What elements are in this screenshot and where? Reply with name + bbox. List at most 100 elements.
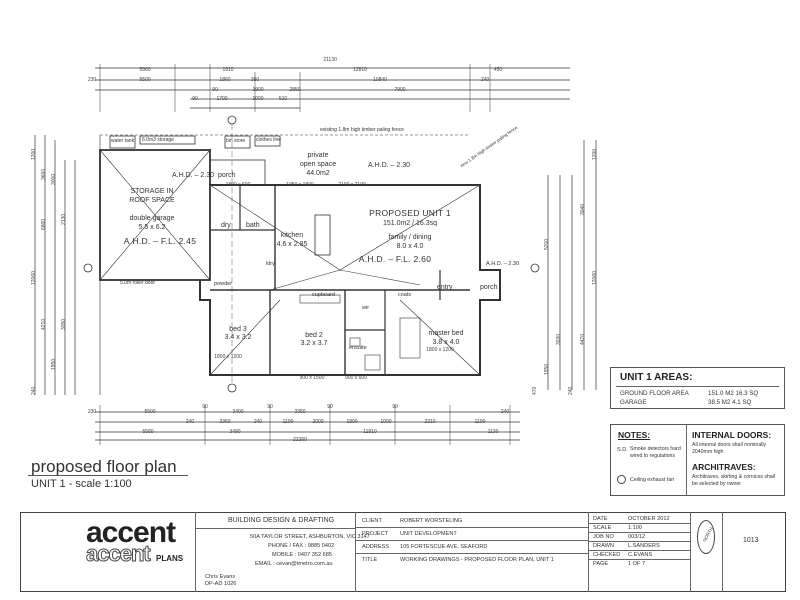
meta-value: C.EVANS [628,552,653,558]
storage-label-1: STORAGE IN [130,188,174,195]
field-label: ADDRESS [362,544,390,550]
title-block [20,512,786,592]
dim-top: 5500 [139,77,151,83]
meta-label: DATE [593,516,608,522]
dim-bottom: 5500 [144,409,156,415]
smoke-note: Smoke detectors hard wired to regulation… [630,446,681,459]
area-value: 38.5 M2 4.1 SQ [708,399,752,406]
title-underline [28,475,188,476]
dim-bottom: 1800 [346,419,358,425]
entry-label: entry [437,284,453,291]
drawing-title: proposed floor plan [31,457,177,476]
meta-value: 1:100 [628,525,642,531]
dim-bottom: 90 [202,404,208,410]
field-label: CLIENT [362,518,382,524]
roller-door-label: 5.0m roller door [120,280,156,286]
dim-top: 1860 [219,77,231,83]
dim-top: 230 [87,77,97,83]
company-address: 50A TAYLOR STREET, ASHBURTON, VIC 3147 [250,534,370,540]
field-label: TITLE [362,557,378,563]
ldry-label: ldry [266,261,275,267]
fan-note: Ceiling exhaust fan [630,477,675,483]
kitchen-label: kitchen [280,232,304,239]
dim-bottom: 1000 [380,419,392,425]
exhaust-fan-icon [617,475,626,484]
dim-bottom: 3490 [229,429,241,435]
area-label: GROUND FLOOR AREA [620,390,689,397]
ahd-garage-side: A.H.D. – 2.30 [172,172,215,179]
bin-store-label: bin store [226,138,246,144]
meta-value: 1 OF 7 [628,561,646,567]
window-dim: 900 x 1500 [299,375,325,381]
dim-top: 510 [278,96,288,102]
smoke-detector-icon: S.D. [617,447,628,453]
field-label: PROJECT [362,531,389,537]
dim-bottom: 1100 [474,419,486,425]
dim-top: 1910 [222,67,234,73]
dim-left: 1200 [31,148,37,160]
tb-rule [588,532,690,533]
unit-name: PROPOSED UNIT 1 [369,208,451,218]
bath-label: bath [246,222,260,229]
meta-label: PAGE [593,561,609,567]
dim-bottom: 11810 [363,429,377,435]
garage-name: double garage [129,215,175,222]
dim-right: 5200 [544,238,550,250]
dim-right: 1200 [592,148,598,160]
meta-label: JOB NO [593,534,614,540]
unit-area: 151.0m2 / 16.3sq [382,220,438,227]
family-size: 8.0 x 4.0 [396,243,424,250]
dim-top: 10840 [373,77,387,83]
drafter-name: Chris Evans [205,574,236,580]
dim-bottom: 240 [185,419,195,425]
porch-top-label: porch [218,172,236,179]
tb-rule [588,550,690,551]
dim-top: 240 [480,77,490,83]
company-email: EMAIL : cevan@tmetro.com.au [255,561,333,567]
areas-title: UNIT 1 AREAS: [620,372,693,383]
area-label: GARAGE [620,399,647,406]
dim-top: 12810 [353,67,367,73]
dim-right: 12060 [592,271,598,285]
dim-right: 240 [568,386,574,395]
dim-top: 5960 [139,67,151,73]
window-dim: 1800 x 1200 [426,347,454,353]
tb-rule [588,523,690,524]
field-value: 105 FORTESCUE AVE, SEAFORD [400,544,488,550]
tb-rule [195,528,355,529]
window-dim: 900 x 600 [345,375,367,381]
tb-rule [588,541,690,542]
dim-right: 1950 [544,363,550,375]
powder-label: powder [214,281,233,287]
sheet-number: 1013 [743,537,759,544]
dim-total-bottom: 22260 [293,437,307,443]
dim-top: 7900 [394,87,406,93]
dim-bottom: 2310 [424,419,436,425]
area-value: 151.0 M2 16.3 SQ [708,390,759,397]
dim-bottom: 240 [253,419,263,425]
storage-label-2: ROOF SPACE [129,197,175,204]
notes-title: NOTES: [618,430,651,440]
tb-divider [588,512,589,592]
dim-left: 2130 [61,213,67,225]
meta-label: CHECKED [593,552,621,558]
window-dim: 1800 x 600 [225,182,251,188]
window-dim: 1050 x 1800 [286,182,314,188]
master-size: 3.8 x 4.0 [432,339,460,346]
field-value: UNIT DEVELOPMENT [400,531,457,537]
architraves-title: ARCHITRAVES: [692,462,756,472]
dim-bottom: 1100 [282,419,294,425]
bed2-label: bed 2 [305,332,323,339]
pos-label-1: private [307,152,329,159]
tb-divider [722,512,723,592]
drafter-reg: DP-AD 1026 [205,581,237,587]
tb-divider [690,512,691,592]
dim-bottom: 3400 [232,409,244,415]
areas-panel [610,367,785,409]
company-phone: PHONE / FAX : 9885 0402 [268,543,335,549]
dim-top: 450 [493,67,503,73]
field-value: ROBERT WORSTELING [400,518,463,524]
ensuite-label: ensuite [349,345,367,351]
dim-right: 3040 [580,203,586,215]
